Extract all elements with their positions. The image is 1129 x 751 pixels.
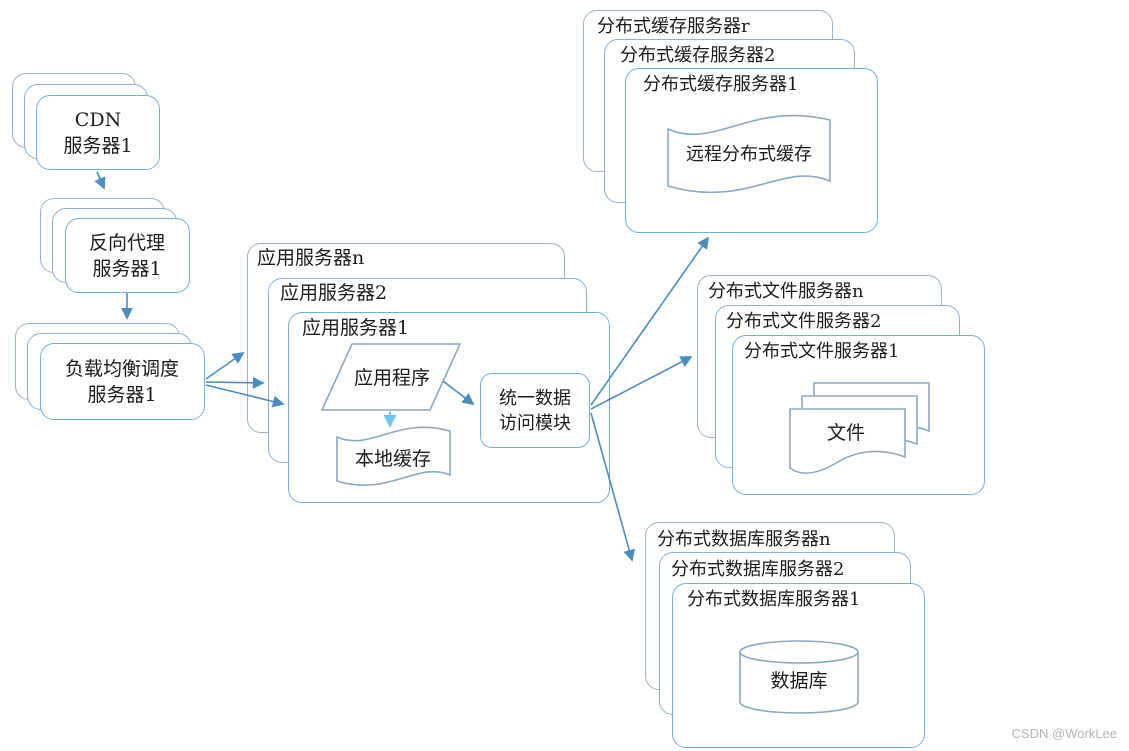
proxy-stack-box-front (65, 218, 190, 293)
lb-stack-box-front (40, 343, 205, 420)
db-server-label-1: 分布式数据库服务器1 (687, 589, 861, 610)
reverse-proxy-label: 反向代理 服务器1 (89, 230, 165, 282)
arrow-cdn-to-proxy (94, 171, 106, 190)
remote-cache-label-text: 远程分布式缓存 (686, 144, 812, 165)
file-server-label-1: 分布式文件服务器1 (744, 341, 900, 362)
arrow-lb-to-app-n (205, 351, 245, 380)
local-cache-label-text: 本地缓存 (354, 448, 432, 470)
database-label: 数据库 (770, 668, 827, 694)
cdn-label-line2: 服务器1 (63, 135, 133, 157)
db-server-box-1 (672, 583, 925, 748)
app-server-label-n: 应用服务器n (257, 247, 365, 269)
app-server-label-1: 应用服务器1 (302, 317, 410, 339)
cdn-label: CDN 服务器1 (63, 107, 132, 159)
app-program-label: 应用程序 (354, 365, 430, 391)
data-access-label-line1: 统一数据 (499, 388, 571, 409)
data-access-box (480, 373, 590, 448)
database-label-text: 数据库 (770, 670, 828, 692)
load-balancer-label: 负载均衡调度 服务器1 (65, 356, 179, 408)
reverse-proxy-label-line1: 反向代理 (88, 232, 166, 254)
remote-cache-label: 远程分布式缓存 (686, 142, 812, 168)
data-access-label-line2: 访问模块 (499, 413, 571, 434)
cdn-label-line1: CDN (74, 109, 122, 131)
file-label-text: 文件 (826, 422, 866, 444)
db-server-label-n: 分布式数据库服务器n (657, 529, 831, 550)
data-access-label: 统一数据 访问模块 (499, 386, 571, 436)
reverse-proxy-label-line2: 服务器1 (92, 258, 162, 280)
cache-server-label-r: 分布式缓存服务器r (597, 16, 750, 37)
app-server-label-2: 应用服务器2 (280, 282, 388, 304)
cache-server-label-1: 分布式缓存服务器1 (643, 74, 799, 95)
db-server-label-2: 分布式数据库服务器2 (671, 559, 845, 580)
app-program-label-text: 应用程序 (353, 367, 431, 389)
load-balancer-label-line2: 服务器1 (87, 384, 157, 406)
cache-server-label-2: 分布式缓存服务器2 (620, 45, 776, 66)
file-server-label-n: 分布式文件服务器n (708, 281, 864, 302)
file-server-label-2: 分布式文件服务器2 (726, 311, 882, 332)
load-balancer-label-line1: 负载均衡调度 (64, 358, 180, 380)
file-label: 文件 (827, 420, 865, 446)
cdn-stack-box-front (36, 95, 160, 170)
watermark: CSDN @WorkLee (1011, 726, 1117, 741)
local-cache-label: 本地缓存 (355, 446, 431, 472)
